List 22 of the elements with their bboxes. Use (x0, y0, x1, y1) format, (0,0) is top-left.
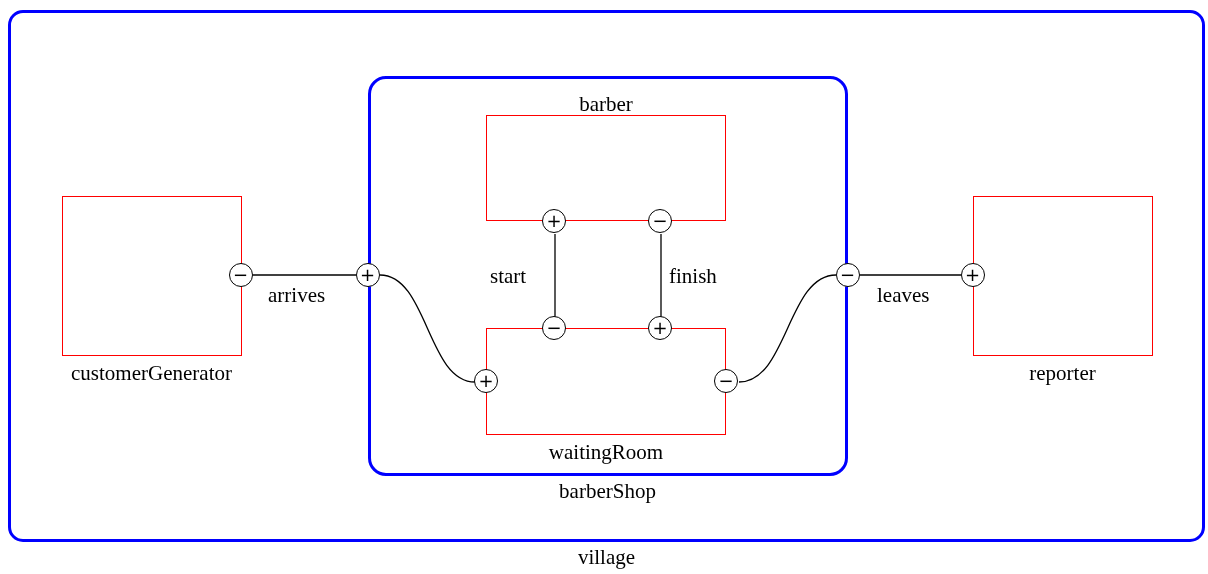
connector-line (660, 233, 662, 318)
component-label: customerGenerator (70, 360, 233, 385)
component-label: village (576, 545, 637, 569)
component-label: waitingRoom (547, 440, 665, 464)
component-label: barberShop (558, 478, 657, 503)
connector-line (554, 233, 556, 318)
component-label: barber (578, 92, 634, 116)
port-sign: − (718, 372, 734, 390)
port-sign: + (359, 265, 376, 284)
connector-line (859, 274, 962, 276)
connector-line (252, 274, 357, 276)
port-sign: + (478, 372, 494, 390)
connector-line (738, 274, 837, 383)
port-sign: − (546, 319, 562, 337)
port-sign: + (546, 212, 562, 230)
port-sign: + (652, 319, 668, 337)
connector-line (379, 274, 476, 383)
port-sign: + (964, 265, 981, 284)
port-sign: − (652, 212, 668, 230)
port-sign: − (232, 265, 249, 284)
port-sign: − (839, 265, 856, 284)
component-label: reporter (1028, 360, 1097, 385)
